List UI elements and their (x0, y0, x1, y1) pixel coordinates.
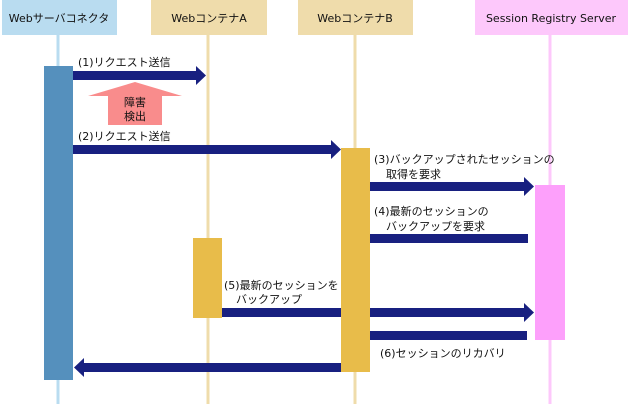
participant-web-container-a: WebコンテナA (151, 0, 267, 35)
activation-web-container-a (193, 238, 222, 318)
message-3: (3)バックアップされたセッションの 取得を要求 (370, 153, 555, 196)
message-label: (5)最新のセッションを (224, 278, 339, 292)
participant-label: Webサーバコネクタ (9, 12, 109, 25)
message-6: (6)セッションのリカバリ (370, 331, 527, 360)
response-arrow (74, 358, 341, 377)
message-label: (4)最新のセッションの (374, 204, 489, 218)
participant-label: WebコンテナB (317, 12, 393, 25)
participant-label: Session Registry Server (486, 12, 617, 25)
message-label: (6)セッションのリカバリ (380, 347, 506, 360)
arrowhead-icon (524, 177, 534, 196)
activation-session-registry-server (535, 185, 565, 340)
participant-web-server-connector: Webサーバコネクタ (2, 0, 117, 35)
activation-web-server-connector (44, 66, 73, 380)
arrowhead-icon (331, 140, 341, 159)
failure-label: 検出 (124, 109, 146, 123)
message-1: (1)リクエスト送信 (73, 55, 206, 85)
failure-label: 障害 (124, 95, 146, 109)
message-4: (4)最新のセッションの バックアップを要求 (370, 204, 528, 243)
message-label: バックアップを要求 (386, 220, 485, 233)
participant-label: WebコンテナA (171, 12, 247, 25)
message-5: (5)最新のセッションを バックアップ (222, 278, 534, 322)
participant-web-container-b: WebコンテナB (298, 0, 413, 35)
message-2: (2)リクエスト送信 (73, 129, 341, 159)
arrowhead-icon (74, 358, 84, 377)
arrowhead-icon (196, 66, 206, 85)
message-label: (1)リクエスト送信 (78, 55, 171, 69)
failure-detection-marker: 障害 検出 (88, 82, 182, 125)
message-label: (3)バックアップされたセッションの (374, 153, 555, 166)
up-arrow-icon (88, 82, 182, 125)
message-label: 取得を要求 (386, 168, 441, 181)
message-label: バックアップ (236, 293, 302, 306)
participant-session-registry-server: Session Registry Server (475, 0, 628, 35)
arrowhead-icon (524, 303, 534, 322)
message-label: (2)リクエスト送信 (78, 129, 171, 143)
activation-web-container-b (341, 148, 370, 372)
